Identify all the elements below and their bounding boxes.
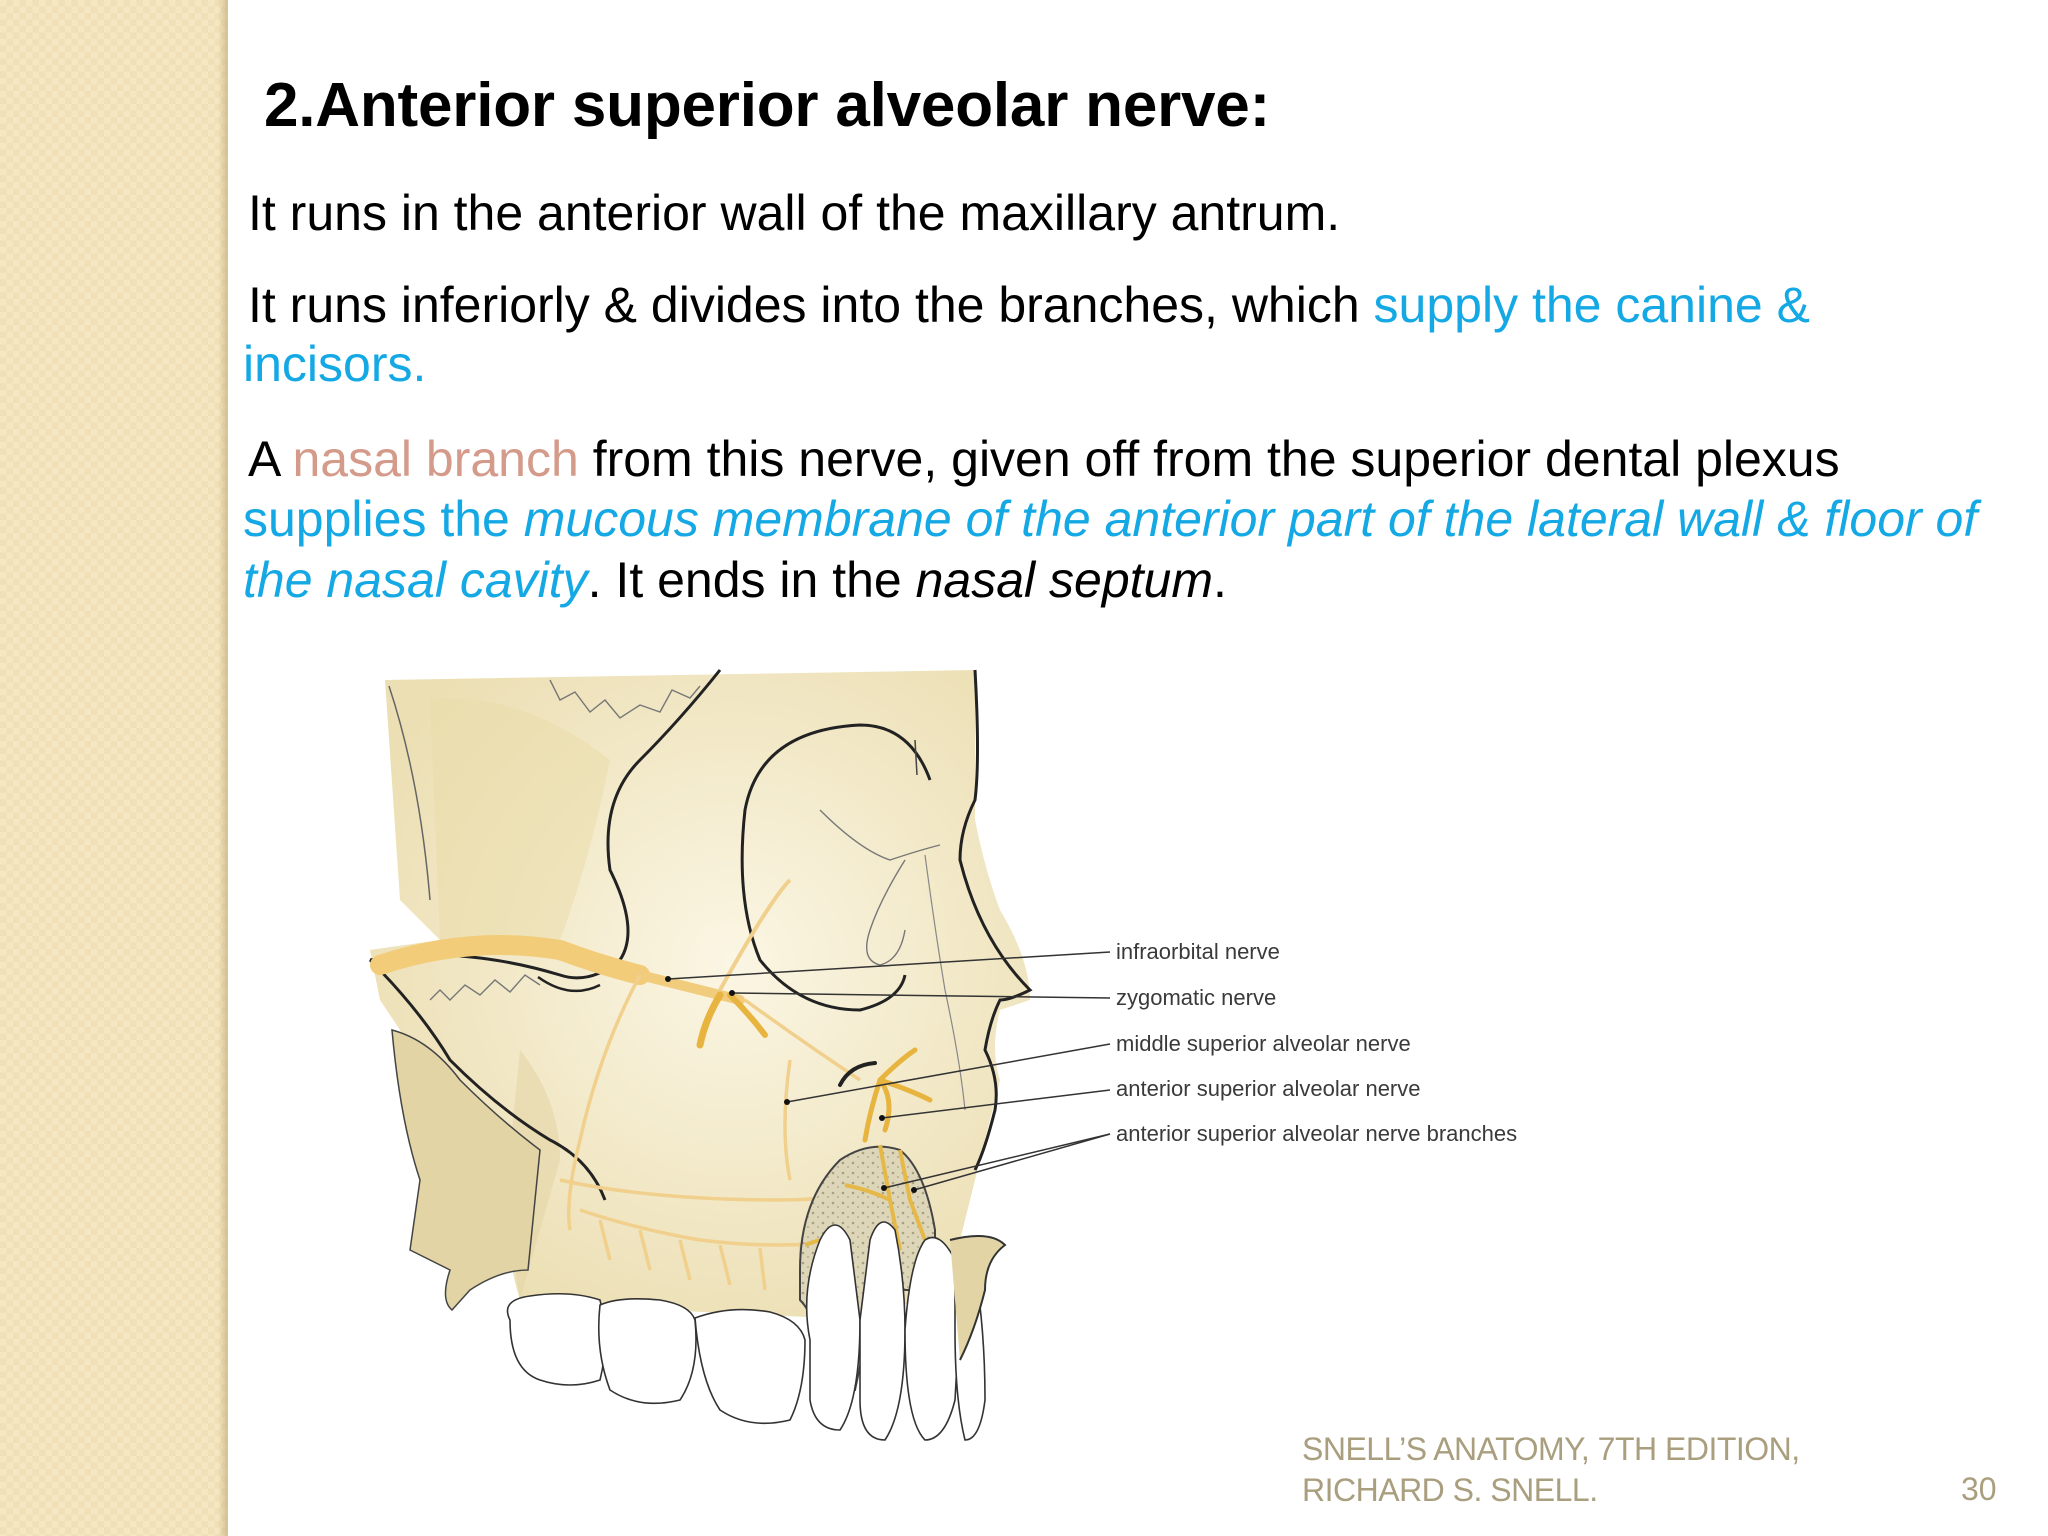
figure-label-middle-superior-alveolar-nerve: middle superior alveolar nerve	[1116, 1031, 1411, 1056]
highlight-text: incisors.	[243, 336, 427, 392]
decorative-sidebar	[0, 0, 227, 1536]
highlight-text: supply the canine &	[1373, 277, 1810, 333]
nasal-septum-term: nasal septum	[915, 552, 1214, 608]
nasal-branch-term: nasal branch	[292, 431, 579, 487]
paragraph-3-line-2: supplies the mucous membrane of the ante…	[243, 494, 1977, 544]
paragraph-2-line-1: It runs inferiorly & divides into the br…	[248, 280, 1810, 330]
figure-label-zygomatic-nerve: zygomatic nerve	[1116, 985, 1277, 1010]
skull-maxilla-illustration	[368, 669, 1111, 1441]
highlight-italic-text: the nasal cavity	[243, 552, 588, 608]
citation-line-2: RICHARD S. SNELL.	[1302, 1472, 1598, 1508]
figure-label-infraorbital-nerve: infraorbital nerve	[1116, 939, 1280, 964]
highlight-text: supplies the	[243, 491, 524, 547]
citation-line-1: SNELL’S ANATOMY, 7TH EDITION,	[1302, 1431, 1800, 1467]
figure-label-anterior-superior-alveolar-nerve: anterior superior alveolar nerve	[1116, 1076, 1421, 1101]
text-run: . It ends in the	[587, 552, 916, 608]
slide-title: 2.Anterior superior alveolar nerve:	[264, 71, 1271, 140]
text-run: A	[248, 431, 293, 487]
text-run: It runs in the anterior wall of the maxi…	[248, 185, 1341, 241]
text-run: It runs inferiorly & divides into the br…	[248, 277, 1374, 333]
highlight-italic-text: mucous membrane of the anterior part of …	[523, 491, 1978, 547]
paragraph-2-line-2: incisors.	[243, 339, 426, 389]
paragraph-3-line-3: the nasal cavity. It ends in the nasal s…	[243, 555, 1227, 605]
paragraph-3-line-1: A nasal branch from this nerve, given of…	[248, 434, 1840, 484]
figure-label-anterior-superior-alveolar-nerve-branches: anterior superior alveolar nerve branche…	[1116, 1121, 1518, 1146]
text-run: from this nerve, given off from the supe…	[578, 431, 1840, 487]
page-number: 30	[1961, 1471, 1997, 1507]
text-run: .	[1213, 552, 1227, 608]
sidebar-shadow	[218, 0, 228, 1536]
paragraph-1-line-1: It runs in the anterior wall of the maxi…	[248, 188, 1340, 238]
